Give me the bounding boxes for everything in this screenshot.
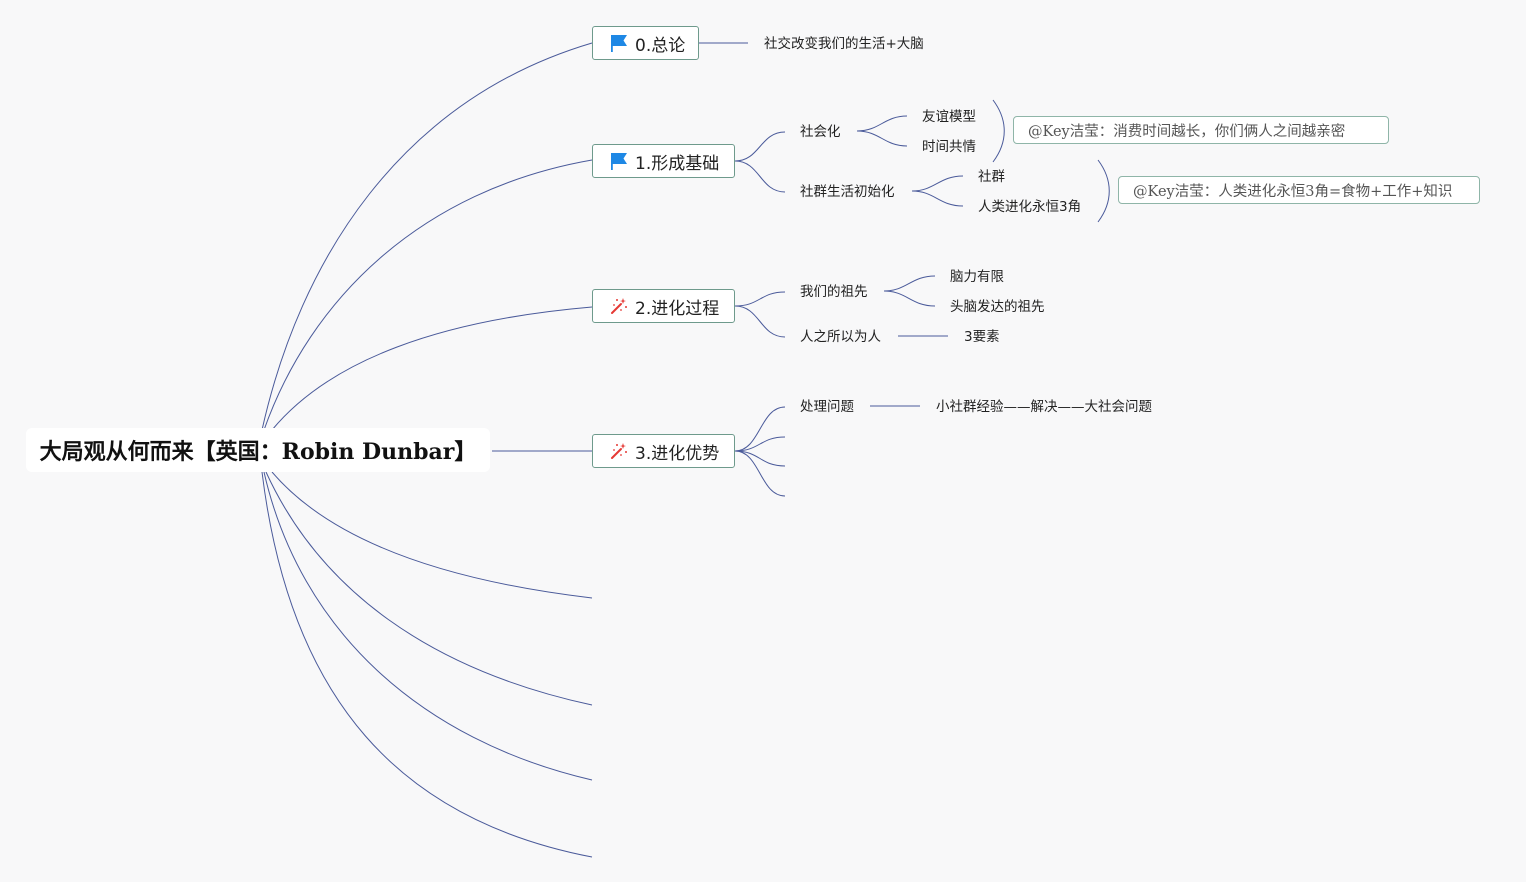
subtopic[interactable]: 人之所以为人 — [800, 329, 881, 345]
leaf-topic[interactable]: 脑力有限 — [950, 269, 1004, 285]
branch-label: 0.总论 — [635, 35, 686, 56]
branch-label: 3.进化优势 — [635, 443, 720, 464]
connector-root-b2 — [271, 306, 593, 431]
connector-root-b6 — [263, 471, 593, 781]
connector-b1-c1-g0 — [911, 175, 964, 192]
branch-topic-evolution-advantage[interactable]: 3.进化优势 — [592, 434, 735, 468]
leaf-topic[interactable]: 3要素 — [964, 329, 1000, 345]
sparkle-wand-icon — [609, 441, 629, 461]
flag-icon — [609, 151, 629, 171]
root-topic[interactable]: 大局观从何而来【英国：Robin Dunbar】 — [26, 428, 490, 472]
connector-b1-c0-g0 — [856, 115, 908, 132]
callout-note[interactable]: @Key洁莹：消费时间越长，你们俩人之间越亲密 — [1013, 116, 1389, 144]
connector-b2-c0-g0 — [883, 275, 936, 292]
subtopic[interactable]: 处理问题 — [800, 399, 854, 415]
connector-b1-c0 — [734, 131, 786, 162]
leaf-topic[interactable]: 人类进化永恒3角 — [978, 199, 1082, 215]
connector-root-b1 — [263, 159, 593, 431]
connector-root-b0 — [261, 42, 593, 431]
branch-topic-evolution-process[interactable]: 2.进化过程 — [592, 289, 735, 323]
connector-root-b5 — [265, 471, 593, 706]
connector-b2-c0 — [734, 291, 786, 307]
connector-root-b7 — [261, 471, 593, 858]
branch-topic-foundation[interactable]: 1.形成基础 — [592, 144, 735, 178]
leaf-topic[interactable]: 社交改变我们的生活+大脑 — [764, 36, 924, 52]
connector-b3-c3 — [734, 450, 786, 497]
connector-b2-c0-g1 — [883, 290, 936, 307]
connector-b3-c0 — [734, 406, 786, 452]
empty-branch-topic[interactable] — [592, 849, 602, 865]
empty-branch-topic[interactable] — [592, 772, 602, 788]
note-bracket-2 — [1097, 159, 1110, 223]
subtopic[interactable]: 社群生活初始化 — [800, 184, 895, 200]
callout-note[interactable]: @Key洁莹：人类进化永恒3角=食物+工作+知识 — [1118, 176, 1480, 204]
connector-b1-c1 — [734, 160, 786, 193]
note-bracket-1 — [992, 99, 1005, 163]
connector-b3-c2 — [734, 450, 786, 467]
branch-label: 1.形成基础 — [635, 153, 720, 174]
subtopic[interactable]: 社会化 — [800, 124, 841, 140]
leaf-topic[interactable]: 时间共情 — [922, 139, 976, 155]
branch-label: 2.进化过程 — [635, 298, 720, 319]
branch-topic-overview[interactable]: 0.总论 — [592, 26, 699, 60]
empty-branch-topic[interactable] — [592, 590, 602, 606]
connector-b1-c0-g1 — [856, 130, 908, 147]
subtopic[interactable]: 我们的祖先 — [800, 284, 868, 300]
empty-branch-topic[interactable] — [592, 697, 602, 713]
flag-icon — [609, 33, 629, 53]
connector-b3-c1 — [734, 436, 786, 452]
leaf-topic[interactable]: 社群 — [978, 169, 1005, 185]
leaf-topic[interactable]: 头脑发达的祖先 — [950, 299, 1045, 315]
connector-b1-c1-g1 — [911, 190, 964, 207]
leaf-topic[interactable]: 友谊模型 — [922, 109, 976, 125]
connector-b2-c1 — [734, 305, 786, 338]
leaf-topic[interactable]: 小社群经验——解决——大社会问题 — [936, 399, 1152, 415]
connector-root-b4 — [271, 471, 593, 599]
sparkle-wand-icon — [609, 296, 629, 316]
